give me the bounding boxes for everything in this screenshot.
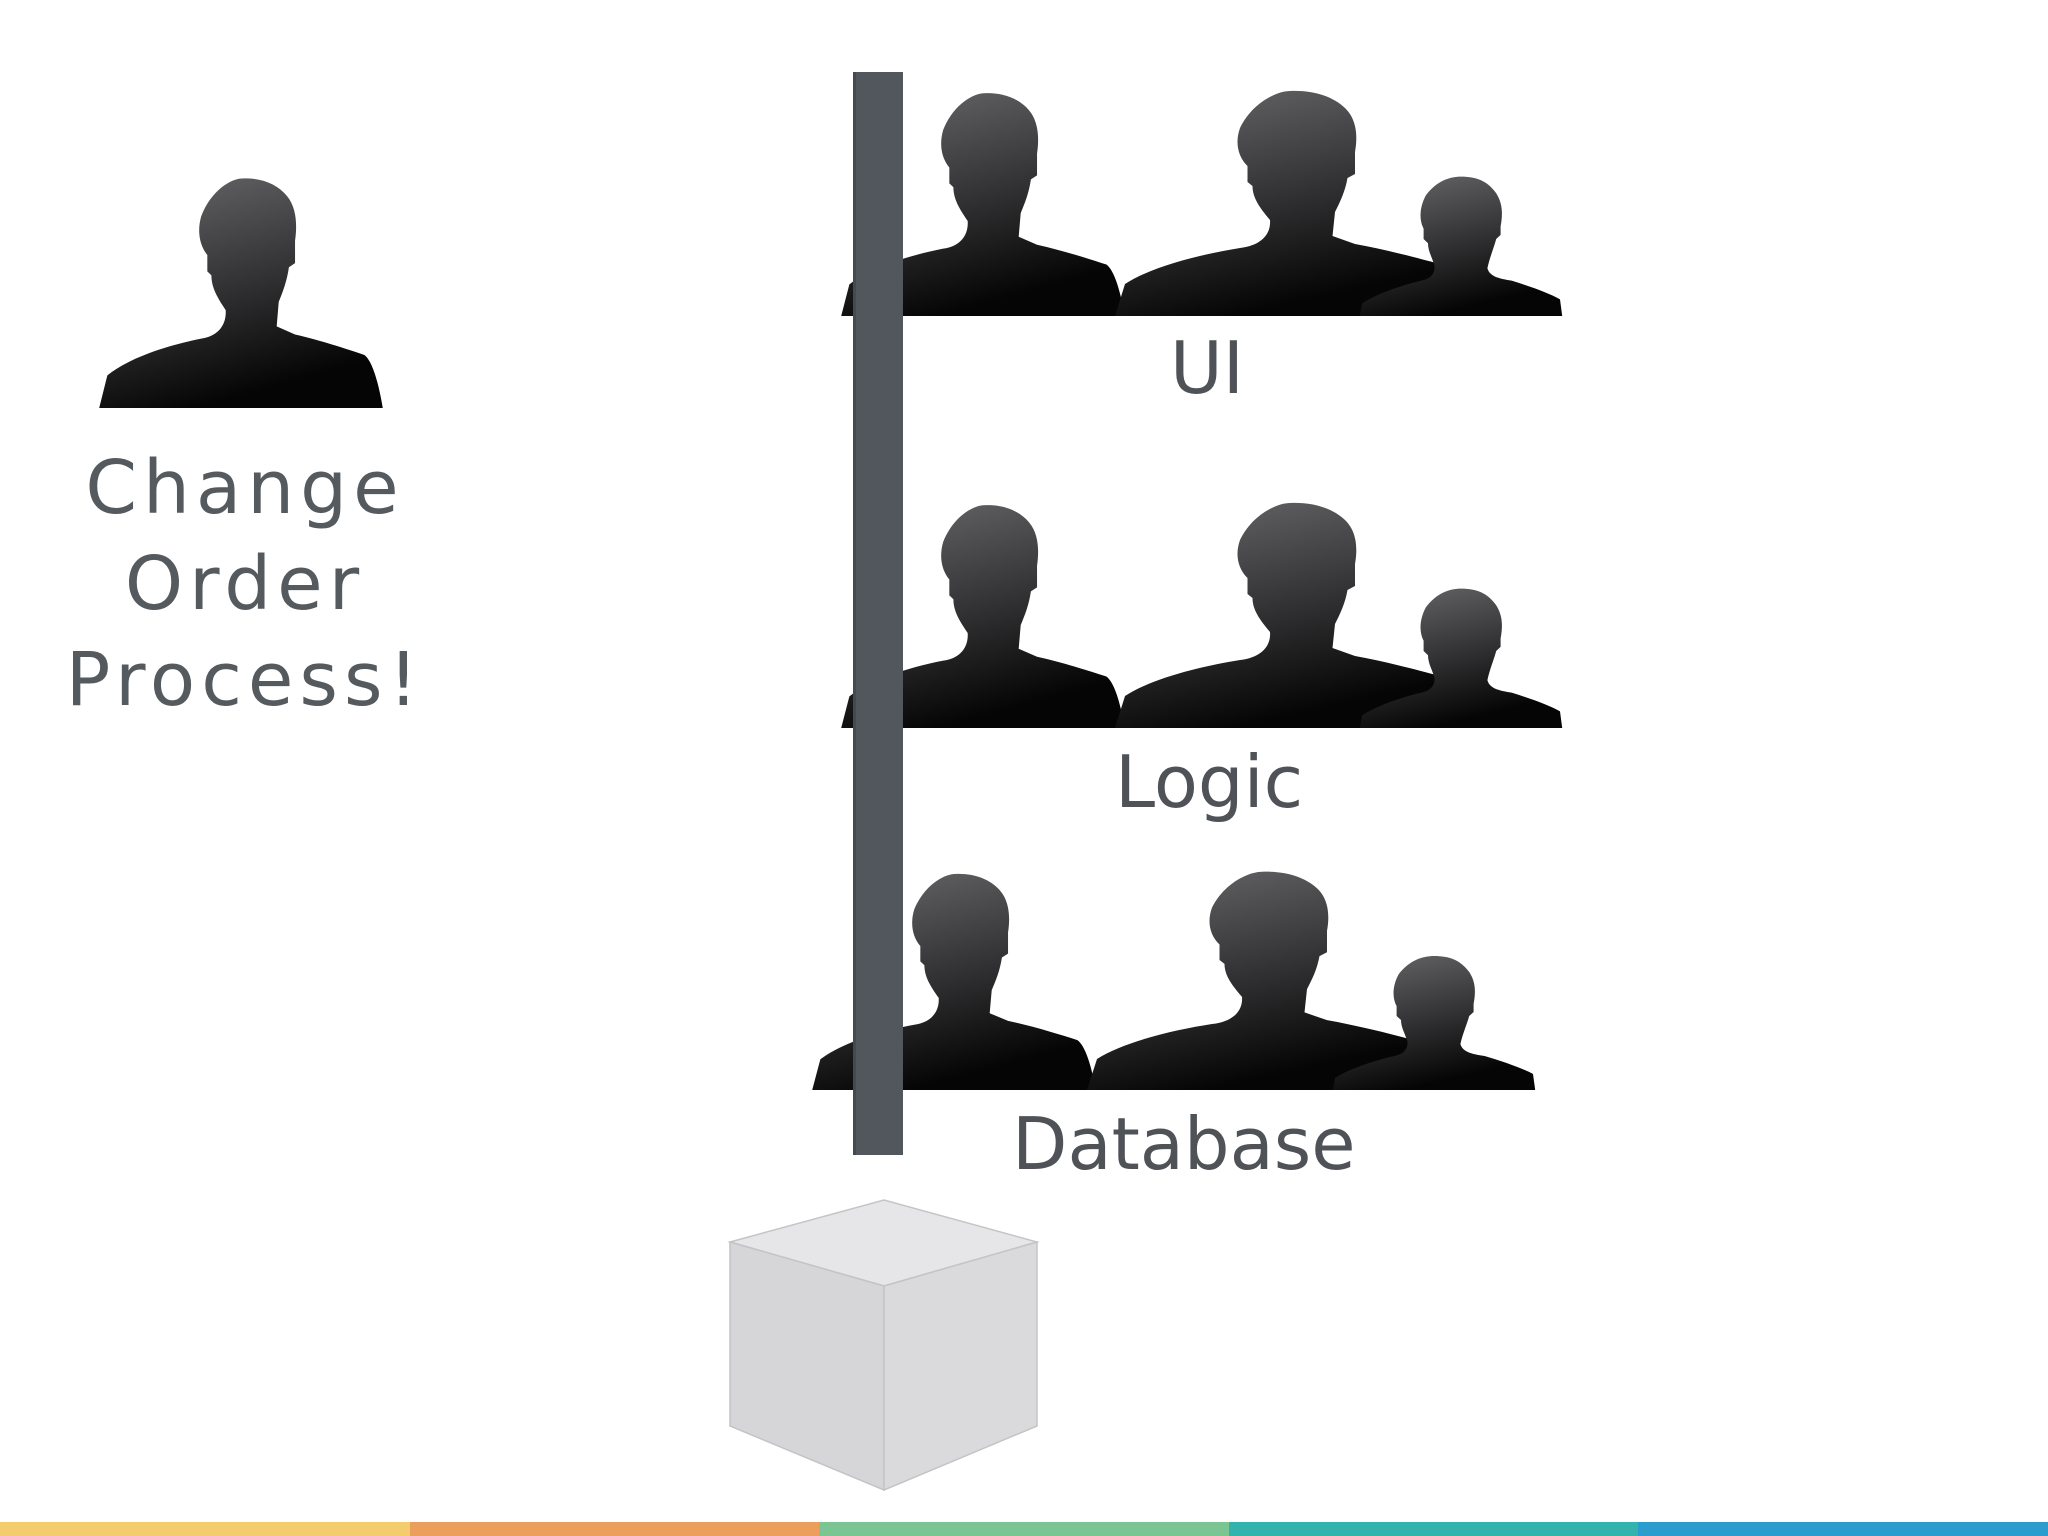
vertical-divider-bar (853, 72, 903, 1155)
requester-person-icon (99, 178, 383, 408)
database-cube-icon (727, 1199, 1040, 1492)
footer-color-stripe (0, 1522, 2048, 1536)
ui-team-icon (841, 90, 1563, 317)
logic-layer-label: Logic (1115, 740, 1304, 824)
stripe-segment-4 (1228, 1522, 1639, 1536)
logic-team-icon (841, 502, 1563, 728)
stripe-segment-5 (1638, 1522, 2048, 1536)
stripe-segment-2 (409, 1522, 820, 1536)
stripe-segment-1 (0, 1522, 410, 1536)
stripe-segment-3 (819, 1522, 1229, 1536)
ui-layer-label: UI (1170, 326, 1244, 410)
change-order-label: Change Order Process! (60, 440, 430, 728)
database-layer-label: Database (1012, 1102, 1356, 1186)
change-order-line-2: Order (124, 541, 366, 627)
change-order-line-1: Change (85, 445, 405, 531)
database-team-icon (812, 871, 1536, 1090)
change-order-line-3: Process! (65, 637, 425, 723)
